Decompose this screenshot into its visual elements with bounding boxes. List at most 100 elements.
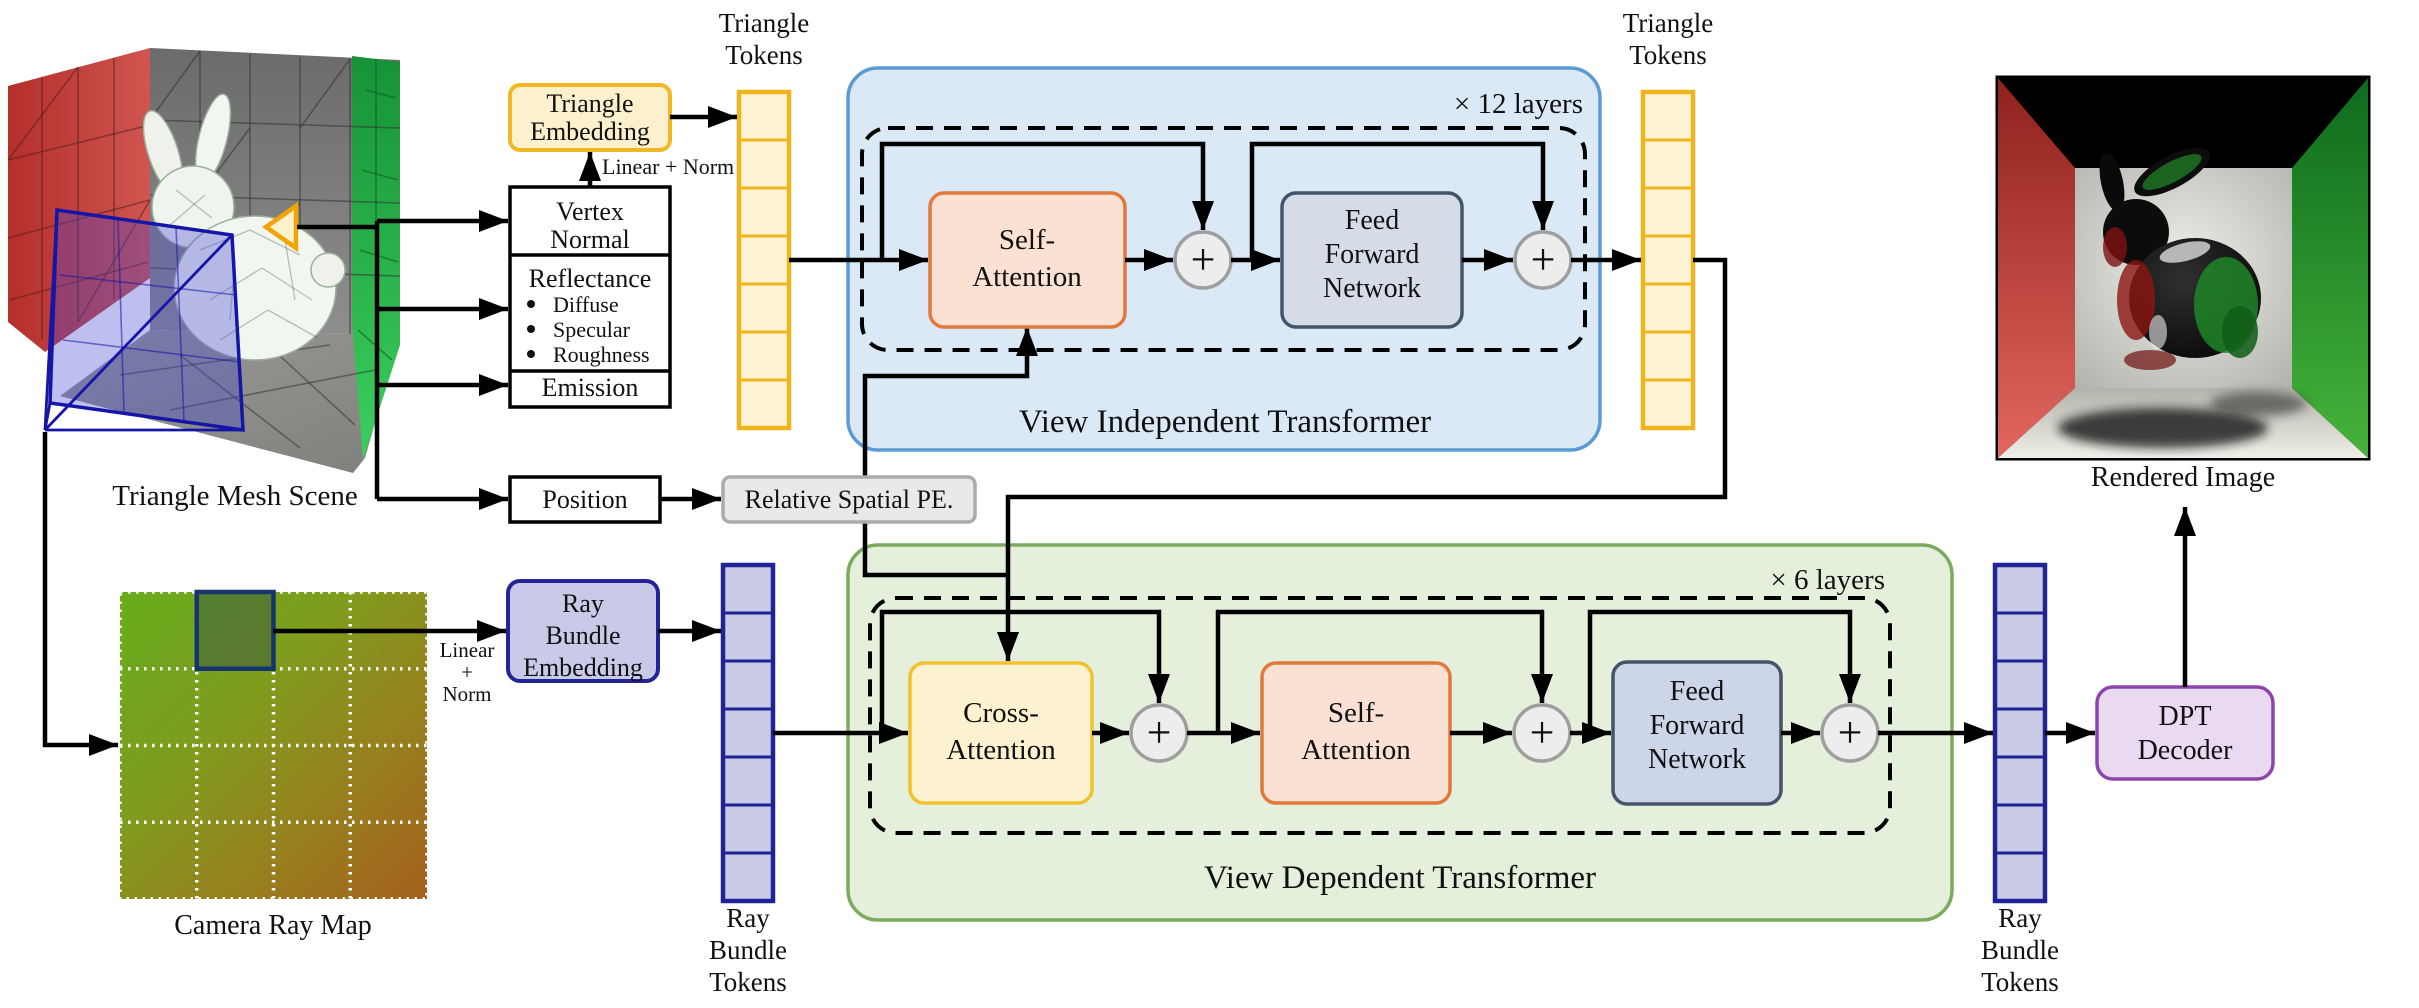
vit-self-attention-line2: Attention	[972, 261, 1082, 293]
token-cell	[721, 611, 775, 663]
rendered-image: Rendered Image	[1995, 75, 2371, 493]
token-cell	[737, 90, 791, 142]
ray-bundle-embedding: Ray Bundle Embedding	[506, 579, 660, 683]
vdt-self-attention: Self- Attention	[1260, 661, 1452, 805]
bullet-icon	[527, 300, 535, 308]
vdt-layers-label: × 6 layers	[1770, 564, 1885, 596]
pe-to-cross-attention-wire	[862, 500, 1006, 578]
position-label: Position	[542, 485, 627, 514]
vit-feed-forward-network: Feed Forward Network	[1280, 191, 1464, 329]
dpt-decoder: DPT Decoder	[2095, 685, 2275, 781]
token-cell	[1993, 707, 2047, 759]
vdt-cross-attention-line2: Attention	[946, 734, 1056, 766]
token-cell	[1993, 611, 2047, 663]
token-cell	[1993, 803, 2047, 855]
vdt-add-circle-1: +	[1129, 703, 1189, 763]
ray-embedding-line1: Ray	[562, 589, 604, 618]
token-cell	[737, 378, 791, 430]
token-cell	[721, 659, 775, 711]
vdt-title: View Dependent Transformer	[1204, 860, 1596, 896]
vit-layers-label: × 12 layers	[1454, 88, 1583, 120]
triangle-tokens-left-label1: Triangle	[719, 8, 810, 38]
vdt-ffn-line3: Network	[1648, 744, 1746, 775]
reflectance-bullet-diffuse: Diffuse	[553, 292, 619, 317]
token-cell	[1993, 755, 2047, 807]
triangle-embedding: Triangle Embedding	[508, 83, 672, 152]
dpt-line2: Decoder	[2138, 735, 2234, 766]
token-cell	[737, 282, 791, 334]
pe-routing	[862, 327, 1038, 578]
vdt-feed-forward-network: Feed Forward Network	[1611, 660, 1783, 806]
emission-label: Emission	[542, 373, 639, 402]
ray-embedding-line2: Bundle	[545, 621, 620, 650]
plus-sign: +	[1147, 708, 1172, 757]
connectors	[42, 106, 2196, 756]
triangle-tokens-left-label2: Tokens	[725, 40, 803, 70]
vit-residual-1-wire	[879, 141, 1214, 260]
triangle-tokens-to-cross-attention-wire	[997, 257, 1728, 661]
linear-norm-label: Linear + Norm	[602, 154, 734, 179]
relative-spatial-pe-box: Relative Spatial PE.	[721, 475, 977, 524]
token-cell	[1993, 563, 2047, 615]
token-cell	[1641, 234, 1695, 286]
ray-tokens-right-label1: Ray	[1998, 903, 2042, 933]
mesh-lines	[7, 50, 401, 449]
ray-bundle-tokens-left-column	[720, 562, 776, 904]
linear-norm-stacked-line2: +	[461, 660, 473, 684]
triangle-tokens-right-label1: Triangle	[1623, 8, 1714, 38]
token-cell	[721, 851, 775, 903]
camera-ray-map-caption: Camera Ray Map	[174, 910, 372, 941]
token-cell	[721, 755, 775, 807]
dpt-line1: DPT	[2159, 701, 2212, 732]
triangle-embedding-line1: Triangle	[546, 89, 633, 118]
vit-add-circle-1: +	[1173, 230, 1233, 290]
vdt-self-attention-line1: Self-	[1328, 697, 1384, 729]
vdt-add-circle-2: +	[1512, 703, 1572, 763]
scene-caption: Triangle Mesh Scene	[112, 480, 357, 512]
reflectance-bullet-specular: Specular	[553, 317, 631, 342]
token-cell	[1641, 90, 1695, 142]
vdt-ffn-line1: Feed	[1670, 676, 1724, 707]
token-cell	[1641, 282, 1695, 334]
token-cell	[737, 138, 791, 190]
vertex-normal-line2: Normal	[550, 225, 629, 254]
camera-to-ray-map-wire	[42, 432, 118, 756]
vit-add-circle-2: +	[1513, 230, 1573, 290]
token-cell	[1993, 851, 2047, 903]
triangle-tokens-right-label2: Tokens	[1629, 40, 1707, 70]
vit-self-attention-line1: Self-	[999, 224, 1055, 256]
linear-norm-stacked-line1: Linear	[440, 638, 495, 662]
pe-to-self-attention-wire	[862, 327, 1038, 500]
camera-frustum	[43, 207, 245, 433]
token-cell	[1993, 659, 2047, 711]
vdt-cross-attention: Cross- Attention	[908, 661, 1094, 805]
reflectance-bullet-roughness: Roughness	[553, 342, 650, 367]
bullet-icon	[527, 350, 535, 358]
vit-title: View Independent Transformer	[1019, 404, 1431, 440]
token-cell	[1641, 138, 1695, 190]
token-cell	[737, 234, 791, 286]
highlighted-triangle	[262, 201, 299, 253]
reflectance-title: Reflectance	[529, 264, 652, 293]
triangle-tokens-left-column	[736, 89, 792, 431]
vdt-residual-3-wire	[1587, 609, 1861, 733]
ray-tokens-left-label3: Tokens	[709, 967, 787, 997]
triangle-embedding-line2: Embedding	[530, 117, 650, 146]
glossy-bunny	[2099, 147, 2261, 370]
vdt-residual-2-wire	[1215, 609, 1553, 733]
vit-ffn-line2: Forward	[1325, 239, 1420, 270]
plus-sign: +	[1838, 708, 1863, 757]
camera-ray-map: Camera Ray Map	[118, 589, 429, 941]
plus-sign: +	[1531, 235, 1556, 284]
plus-sign: +	[1530, 708, 1555, 757]
vdt-ffn-line2: Forward	[1650, 710, 1745, 741]
ray-tokens-right-label2: Bundle	[1981, 935, 2059, 965]
vit-ffn-line1: Feed	[1345, 205, 1399, 236]
ray-tokens-right-label3: Tokens	[1981, 967, 2059, 997]
vdt-residual-1-wire	[879, 609, 1170, 733]
token-cell	[721, 803, 775, 855]
ray-tokens-left-label2: Bundle	[709, 935, 787, 965]
token-cell	[1641, 330, 1695, 382]
vdt-add-circle-3: +	[1820, 703, 1880, 763]
